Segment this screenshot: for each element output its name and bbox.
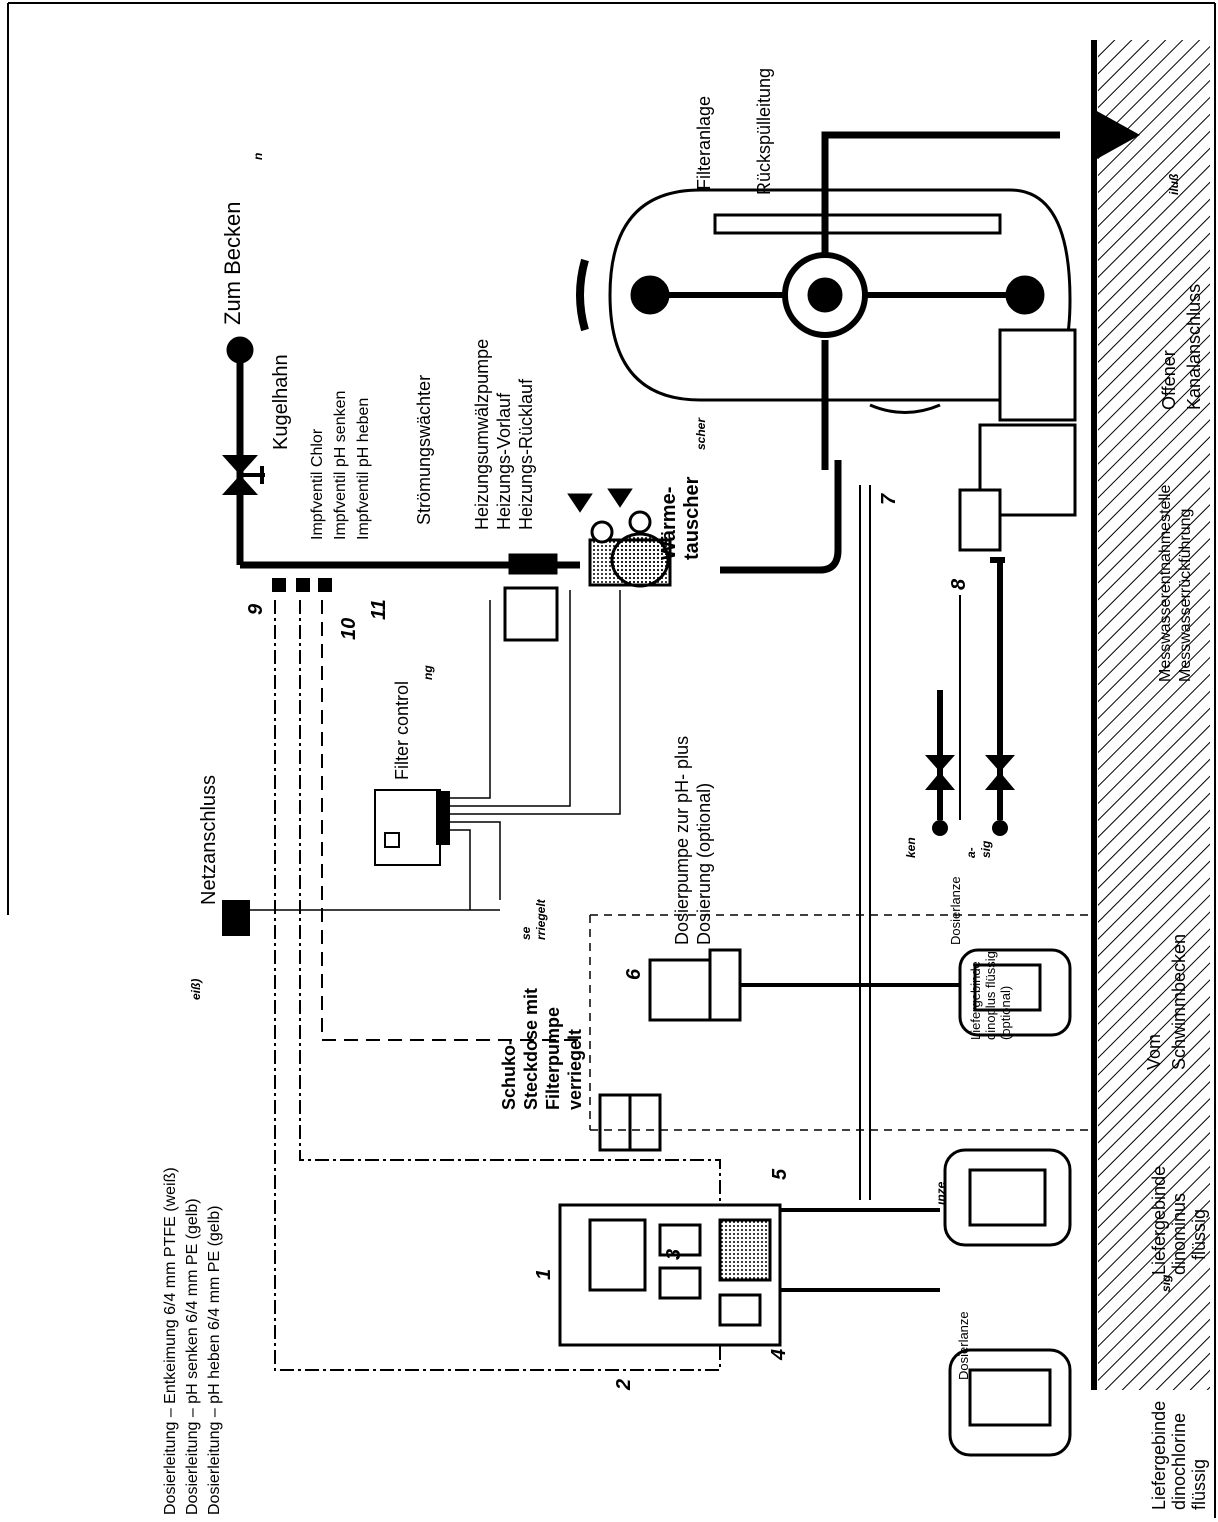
drain-arrow xyxy=(1095,110,1140,160)
label-messwasser-rueck: Messwasserrückführung xyxy=(1177,509,1194,682)
fragment-ken: ken xyxy=(904,837,918,858)
ref-1: 1 xyxy=(533,1269,555,1280)
label-impfventil-chlor: Impfventil Chlor xyxy=(309,428,326,540)
label-dinochlorine-1: Liefergebinde xyxy=(1149,1401,1169,1510)
suction-lances xyxy=(740,983,960,1292)
label-kugelhahn: Kugelhahn xyxy=(270,354,292,450)
ref-10: 10 xyxy=(338,618,360,640)
filter-pump xyxy=(958,328,1077,563)
filter-control-unit xyxy=(374,789,450,866)
control-cabinet xyxy=(558,1203,782,1347)
label-dosierpumpe-2: Dosierung (optional) xyxy=(694,783,714,945)
ref-9: 9 xyxy=(245,603,267,615)
label-impfventil-ph-senken: Impfventil pH senken xyxy=(332,391,349,540)
ref-2: 2 xyxy=(613,1379,635,1391)
label-dinoplus-3: (optional) xyxy=(998,986,1013,1040)
label-impfventil-ph-heben: Impfventil pH heben xyxy=(355,398,372,540)
fragment-sig-a: a- xyxy=(964,847,978,858)
label-schuko-2: Steckdose mit xyxy=(521,988,541,1110)
reference-numbers: 1 2 3 4 5 6 7 8 9 10 11 xyxy=(245,493,970,1391)
fragment-weiss: eiß) xyxy=(189,979,203,1000)
ref-6: 6 xyxy=(623,968,645,980)
fragment-scher: scher xyxy=(694,417,708,450)
label-vom-1: Vom xyxy=(1144,1034,1164,1070)
label-stroemungswaechter: Strömungswächter xyxy=(414,375,434,525)
labels: Zum Becken Kugelhahn Impfventil Chlor Im… xyxy=(162,68,1209,1515)
fragment-nze: ınze xyxy=(934,1181,948,1205)
ref-4: 4 xyxy=(768,1349,790,1361)
fragment-rriegelt: rriegelt xyxy=(534,898,548,940)
canisters xyxy=(943,948,1072,1457)
label-schuko-1: Schuko- xyxy=(499,1039,519,1110)
control-cables xyxy=(250,590,621,911)
ref-5: 5 xyxy=(769,1168,791,1180)
filter-vessel xyxy=(576,188,1072,414)
label-offener-1: Offener xyxy=(1159,350,1179,410)
power-plug xyxy=(222,900,250,936)
ref-8: 8 xyxy=(948,578,970,590)
fragment-ng: ng xyxy=(421,665,435,680)
pool-valves xyxy=(925,755,1015,836)
ref-11: 11 xyxy=(368,599,390,620)
ground-hatching xyxy=(1091,40,1210,1390)
label-zum-becken: Zum Becken xyxy=(220,202,245,326)
fragment-fluss: iluß xyxy=(1167,174,1181,195)
label-messwasser-entnahme: Messwasserentnahmestelle xyxy=(1157,484,1174,682)
optional-box xyxy=(589,914,1090,1131)
ref-7: 7 xyxy=(878,493,900,505)
label-schuko-4: verriegelt xyxy=(565,1029,585,1110)
page-frame xyxy=(7,2,1216,1518)
dosing-pumps xyxy=(598,948,742,1152)
label-heizungs-ruecklauf: Heizungs-Rücklauf xyxy=(516,378,536,530)
fragment-sig-b: sig xyxy=(979,840,993,858)
label-dosierlanze-a: Dosierlanze xyxy=(948,876,963,945)
heat-exchanger xyxy=(567,488,672,588)
label-dinochlorine-3: flüssig xyxy=(1189,1459,1209,1510)
label-dinoplus-2: dinoplus flüssig xyxy=(983,951,998,1040)
label-filter-control: Filter control xyxy=(392,681,412,780)
label-waermetauscher-2: tauscher xyxy=(681,476,703,560)
label-schuko-3: Filterpumpe xyxy=(543,1007,563,1110)
legend-line-2: Dosierleitung – pH senken 6/4 mm PE (gel… xyxy=(184,1198,201,1515)
label-dinominus-3: flüssig xyxy=(1189,1209,1209,1260)
label-dosierlanze-b: Dosierlanze xyxy=(956,1311,971,1380)
label-waermetauscher-1: Wärme- xyxy=(658,487,680,560)
legend-line-1: Dosierleitung – Entkeimung 6/4 mm PTFE (… xyxy=(162,1167,179,1515)
label-offener-2: Kanalanschluss xyxy=(1184,284,1204,410)
label-dinominus-2: dinominus xyxy=(1169,1193,1189,1275)
label-rueckspuelleitung: Rückspülleitung xyxy=(754,68,774,195)
label-dinoplus-1: Liefergebinde xyxy=(968,961,983,1040)
backwash-line xyxy=(821,131,1060,470)
label-dinominus-1: Liefergebinde xyxy=(1149,1166,1169,1275)
legend-line-3: Dosierleitung – pH heben 6/4 mm PE (gelb… xyxy=(206,1206,223,1516)
label-vom-2: Schwimmbecken xyxy=(1169,934,1189,1070)
fragment-sig-c: sig xyxy=(1159,1274,1173,1292)
fragment-se: se xyxy=(519,926,533,940)
label-dosierpumpe-1: Dosierpumpe zur pH- plus xyxy=(672,736,692,945)
label-netzanschluss: Netzanschluss xyxy=(198,775,220,905)
label-filteranlage: Filteranlage xyxy=(694,96,714,190)
fragment-n: n xyxy=(251,153,265,160)
ball-valve-icon xyxy=(222,455,265,495)
ref-3: 3 xyxy=(663,1249,685,1260)
label-dinochlorine-2: dinochlorine xyxy=(1169,1413,1189,1510)
flow-switch xyxy=(503,553,559,642)
label-heizungsumwaelzpumpe: Heizungsumwälzpumpe xyxy=(472,339,492,530)
label-heizungs-vorlauf: Heizungs-Vorlauf xyxy=(494,392,514,530)
injection-valves xyxy=(272,578,332,592)
